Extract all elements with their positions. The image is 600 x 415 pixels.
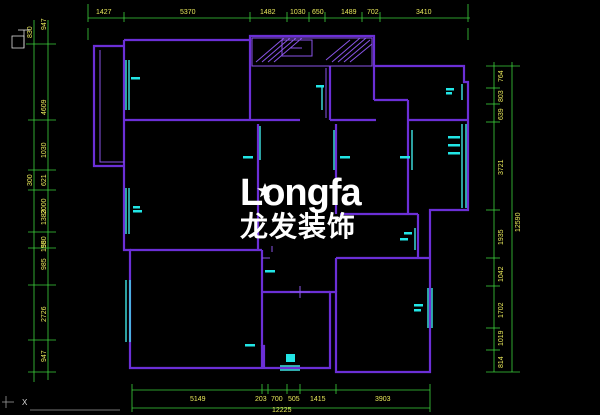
dim-right-7: 1702: [498, 302, 505, 318]
logo-brand-text: Longfa: [240, 172, 363, 214]
dim-bottom-3: 700: [271, 396, 283, 403]
star-icon: [257, 183, 273, 198]
dim-left-inner-4: 621: [41, 174, 48, 186]
dim-right-total: 12590: [515, 212, 522, 232]
logo-chinese-text: 龙发装饰: [240, 210, 356, 243]
dim-right-5: 1935: [498, 229, 505, 245]
dim-right-9: 814: [498, 356, 505, 368]
dim-left-4: 195: [41, 240, 48, 252]
dim-left-inner-5: 2000: [41, 198, 48, 214]
dim-bottom-4: 505: [288, 396, 300, 403]
dim-bottom-5: 1415: [310, 396, 326, 403]
dim-left-3: 1383: [41, 209, 48, 225]
dim-bottom-6: 3903: [375, 396, 391, 403]
dim-right-8: 1019: [498, 330, 505, 346]
dim-right-4: 3721: [498, 159, 505, 175]
dim-left-inner-3: 300: [27, 174, 34, 186]
dim-left-5: 985: [41, 258, 48, 270]
door-marks: [271, 246, 310, 298]
left-dimension-line: 947 4609 1383 195 985 2726 947 830 1030 …: [26, 18, 56, 382]
dim-right-6: 1042: [498, 266, 505, 282]
dim-left-inner-1: 830: [27, 26, 34, 38]
dim-left-2: 4609: [41, 99, 48, 115]
dim-left-6: 2726: [41, 306, 48, 322]
reference-marker: [11, 29, 30, 49]
longfa-logo: Longfa 龙发装饰: [240, 172, 364, 243]
dim-left-7: 947: [41, 350, 48, 362]
dim-top-1: 1427: [96, 9, 112, 16]
bottom-dimension-line: 5149 203 700 505 1415 3903 12225: [131, 384, 431, 414]
dim-right-1: 764: [498, 70, 505, 82]
axis-x-label: X: [22, 398, 28, 407]
windows: [125, 60, 467, 371]
top-dimension-line: 1427 5370 1482 1030 650 1489 702 3410: [87, 4, 470, 40]
dim-left-1: 947: [41, 18, 48, 30]
ucs-axis-icon: X: [2, 396, 120, 411]
dim-bottom-1: 5149: [190, 396, 206, 403]
dim-top-6: 1489: [341, 9, 357, 16]
dim-left-inner-2: 1030: [41, 142, 48, 158]
dim-top-2: 5370: [180, 9, 196, 16]
right-dimension-line: 764 803 639 3721 1935 1042 1702 1019 814…: [486, 62, 522, 373]
dim-top-4: 1030: [290, 9, 306, 16]
floor-plan-walls: [92, 34, 470, 374]
dim-bottom-total: 12225: [272, 407, 292, 414]
dim-right-2: 803: [498, 90, 505, 102]
room-tags: [131, 77, 460, 362]
dim-top-8: 3410: [416, 9, 432, 16]
dim-top-5: 650: [312, 9, 324, 16]
dim-top-3: 1482: [260, 9, 276, 16]
dim-left-inner-6: 580: [41, 236, 48, 248]
dim-top-7: 702: [367, 9, 379, 16]
dim-bottom-2: 203: [255, 396, 267, 403]
dim-right-3: 639: [498, 108, 505, 120]
